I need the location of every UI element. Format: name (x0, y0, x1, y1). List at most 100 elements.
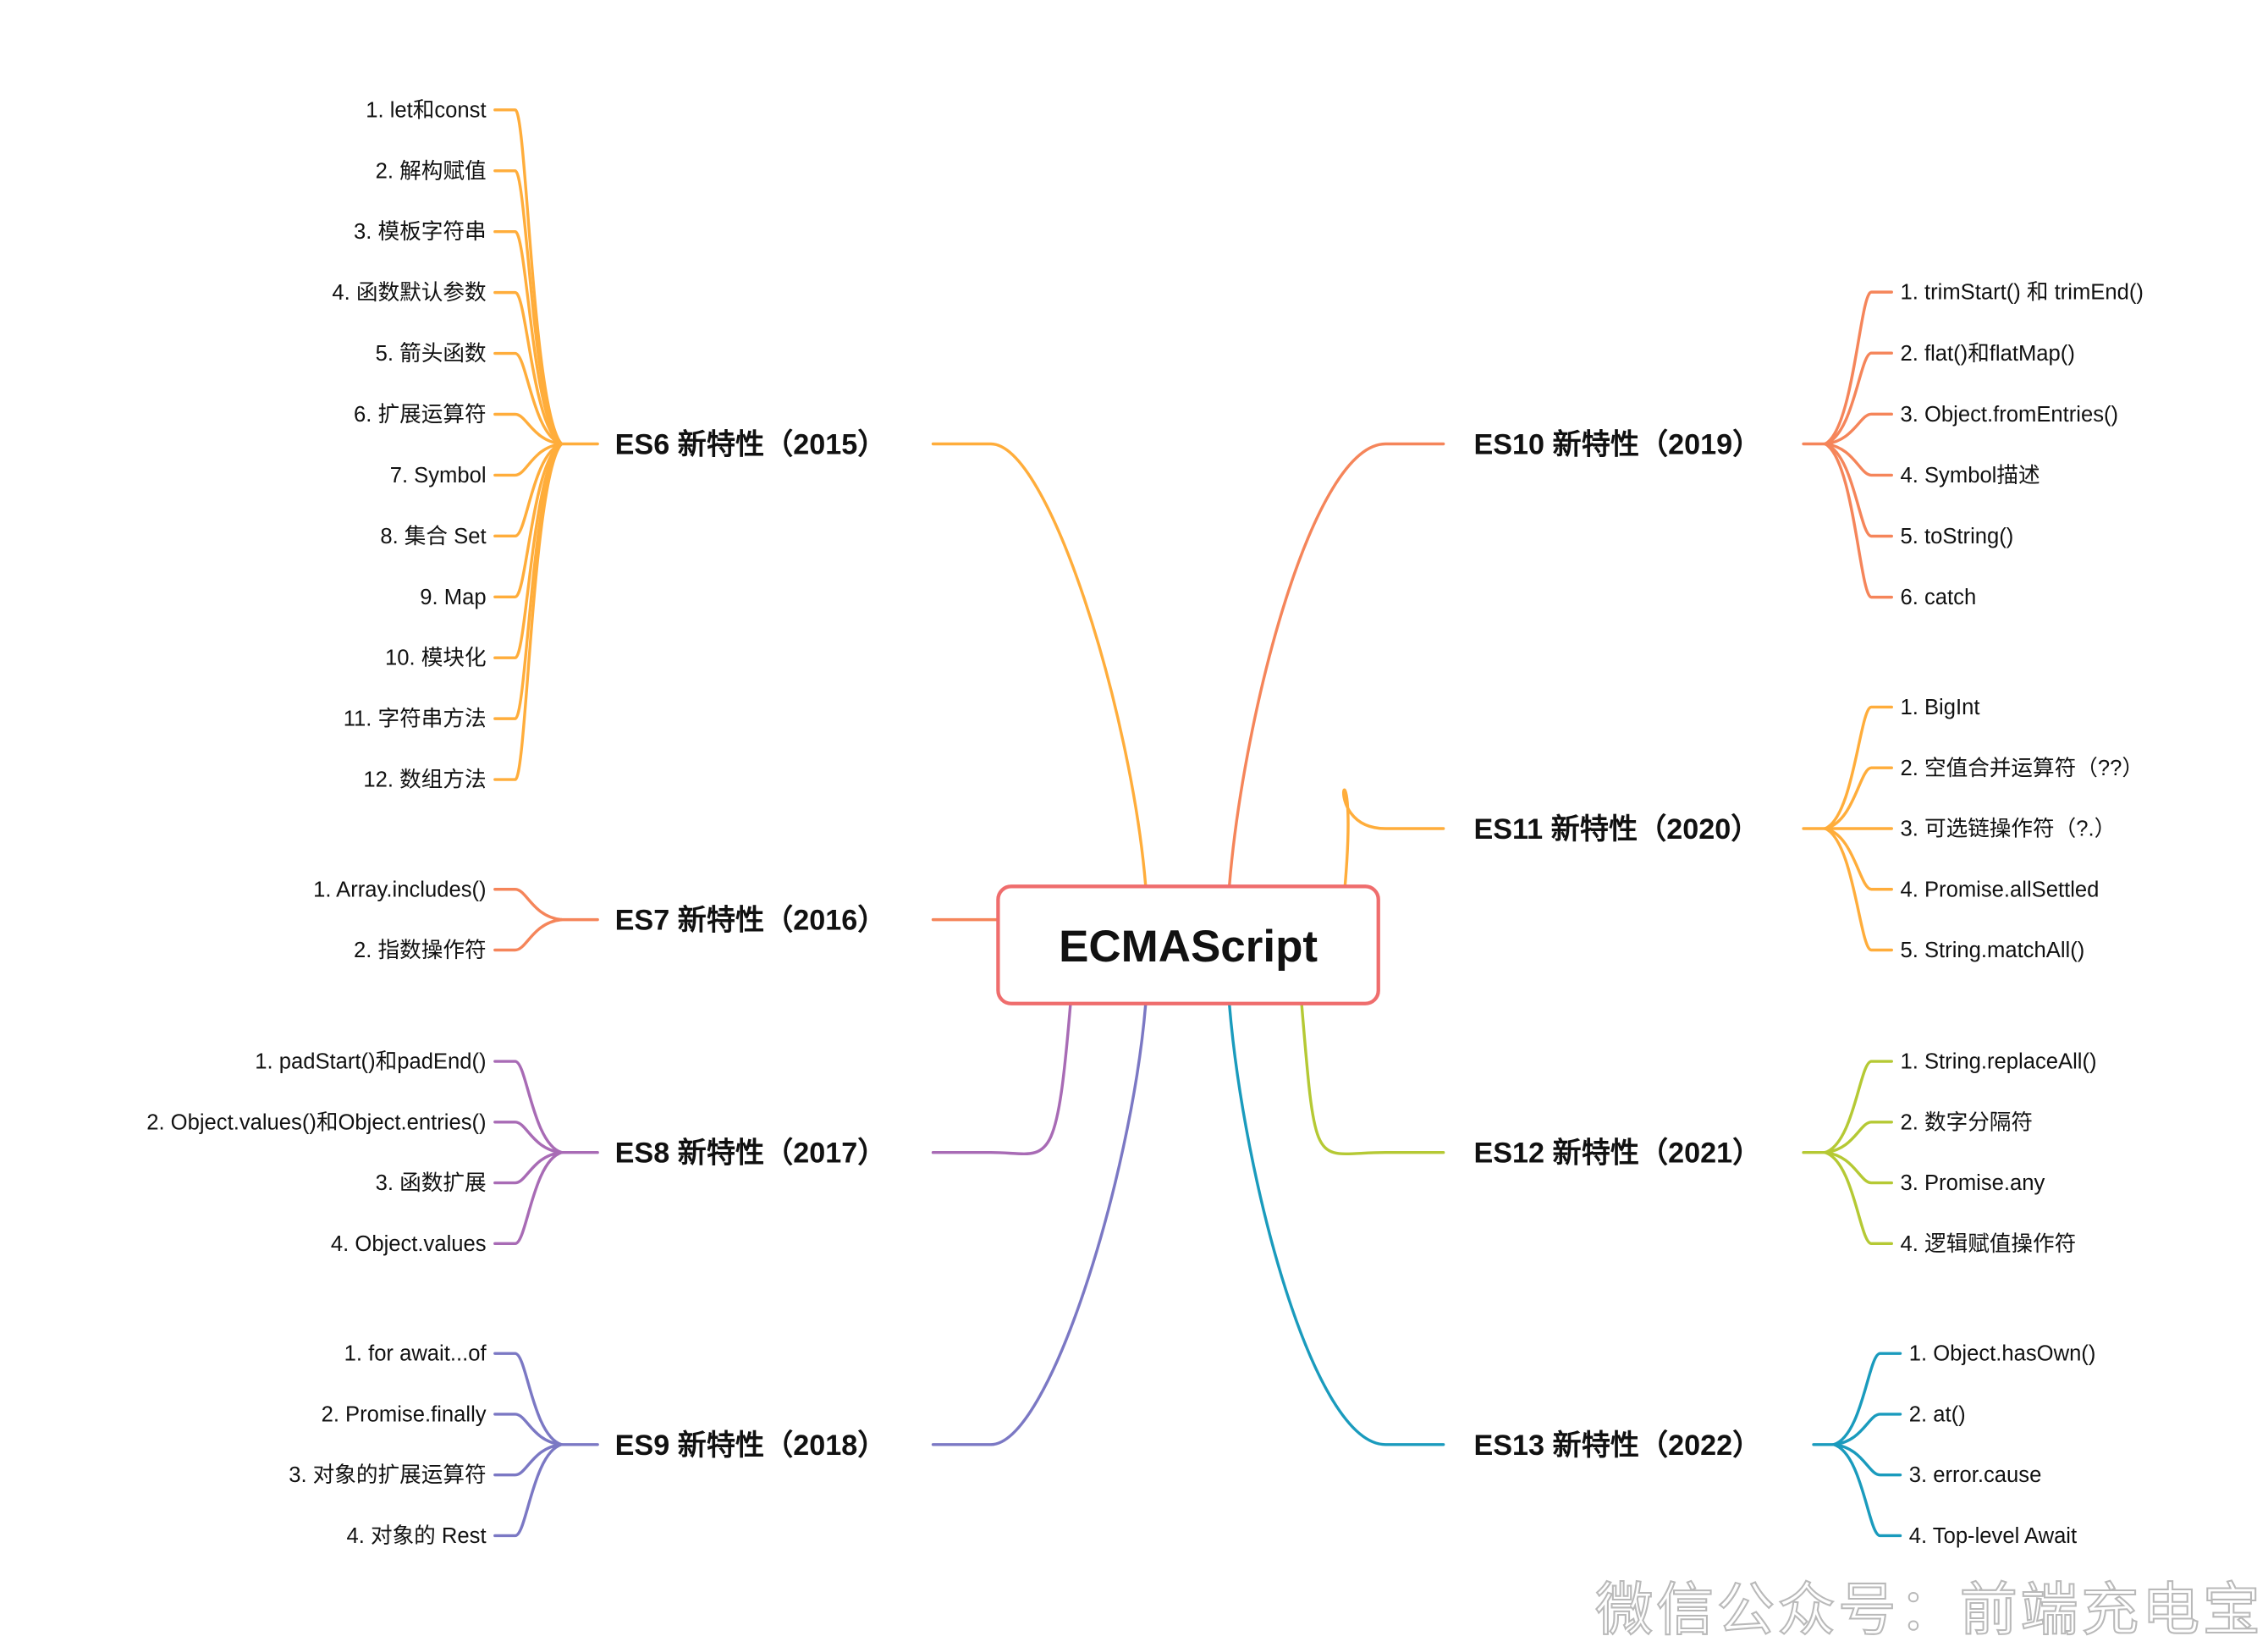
edge-leaf (493, 442, 564, 538)
edge-leaf (1832, 1443, 1902, 1538)
branch-es12[interactable]: ES12 新特性（2021） 1. String.replaceAll() 2. 数… (1474, 1050, 2097, 1256)
leaf-item[interactable]: 2. 指数操作符 (354, 938, 487, 962)
edge-leaf (493, 1443, 564, 1477)
edge-leaf (1823, 351, 1893, 446)
branch-es7[interactable]: ES7 新特性（2016） 1. Array.includes() 2. 指数操作符 (313, 878, 886, 962)
edge-root-es11 (1341, 788, 1445, 887)
edge-leaf (1823, 766, 1893, 830)
leaf-item[interactable]: 3. Promise.any (1901, 1171, 2045, 1195)
edge-leaf (493, 169, 564, 446)
leaf-item[interactable]: 6. catch (1901, 586, 1977, 609)
leaf-item[interactable]: 9. Map (420, 586, 486, 609)
leaf-item[interactable]: 4. Object.values (331, 1232, 487, 1256)
edge-leaf (1823, 290, 1893, 446)
leaf-item[interactable]: 12. 数组方法 (363, 768, 486, 792)
leaf-item[interactable]: 2. flat()和flatMap() (1901, 341, 2075, 366)
branch-es13[interactable]: ES13 新特性（2022） 1. Object.hasOwn() 2. at() 3… (1474, 1342, 2096, 1548)
edge-leaf (1823, 1150, 1893, 1185)
leaf-item[interactable]: 3. 函数扩展 (376, 1171, 487, 1195)
edge-leaf (1823, 705, 1893, 830)
leaf-item[interactable]: 4. Promise.allSettled (1901, 878, 2100, 901)
edge-leaf (493, 351, 564, 446)
leaf-item[interactable]: 1. BigInt (1901, 696, 1980, 719)
leaf-item[interactable]: 2. 数字分隔符 (1901, 1110, 2034, 1134)
leaf-item[interactable]: 1. String.replaceAll() (1901, 1050, 2097, 1074)
branch-label: ES7 新特性（2016） (615, 904, 887, 937)
edge-leaf (1832, 1352, 1902, 1446)
edge-leaf (1823, 827, 1893, 952)
leaf-item[interactable]: 4. 函数默认参数 (332, 280, 486, 305)
leaf-item[interactable]: 1. Object.hasOwn() (1909, 1342, 2096, 1366)
edge-leaf (493, 290, 564, 446)
branch-es9[interactable]: ES9 新特性（2018） 1. for await...of 2. Promise… (289, 1342, 886, 1548)
leaf-item[interactable]: 3. 模板字符串 (354, 219, 487, 244)
leaf-item[interactable]: 4. Top-level Await (1909, 1524, 2077, 1548)
leaf-item[interactable]: 3. error.cause (1909, 1463, 2042, 1487)
leaf-item[interactable]: 4. 逻辑赋值操作符 (1901, 1231, 2077, 1256)
leaf-item[interactable]: 7. Symbol (390, 464, 487, 487)
leaf-item[interactable]: 3. Object.fromEntries() (1901, 403, 2119, 427)
branch-label: ES9 新特性（2018） (615, 1429, 887, 1462)
edge-leaf (1823, 1060, 1893, 1154)
leaf-item[interactable]: 3. 对象的扩展运算符 (289, 1462, 486, 1487)
leaf-item[interactable]: 1. for await...of (344, 1342, 487, 1366)
edge-leaf (1832, 1413, 1902, 1446)
watermark-text: 微信公众号：前端充电宝 (1595, 1577, 2263, 1644)
leaf-item[interactable]: 1. padStart()和padEnd() (255, 1049, 486, 1074)
leaf-item[interactable]: 3. 可选链操作符（?.） (1901, 817, 2117, 841)
leaf-item[interactable]: 11. 字符串方法 (344, 707, 487, 731)
root-node-label: ECMAScript (1059, 922, 1318, 972)
edge-leaf (1823, 1150, 1893, 1246)
leaf-item[interactable]: 2. 空值合并运算符（??） (1901, 756, 2144, 780)
edge-leaf (493, 442, 564, 598)
branch-label: ES11 新特性（2020） (1474, 812, 1760, 846)
edge-leaf (1823, 412, 1893, 446)
leaf-item[interactable]: 6. 扩展运算符 (354, 402, 487, 427)
branch-label: ES10 新特性（2019） (1474, 427, 1762, 460)
edge-leaf (493, 108, 564, 446)
leaf-item[interactable]: 1. Array.includes() (313, 878, 486, 901)
leaf-item[interactable]: 5. String.matchAll() (1901, 939, 2085, 962)
edge-leaf (493, 1352, 564, 1446)
leaf-item[interactable]: 2. 解构赋值 (376, 158, 487, 183)
edge-leaf (493, 1121, 564, 1154)
branch-label: ES13 新特性（2022） (1474, 1429, 1762, 1462)
leaf-item[interactable]: 1. let和const (366, 97, 486, 122)
edge-leaf (493, 1413, 564, 1446)
leaf-item[interactable]: 2. at() (1909, 1402, 1966, 1426)
leaf-item[interactable]: 4. Symbol描述 (1901, 463, 2040, 487)
leaf-item[interactable]: 4. 对象的 Rest (347, 1523, 487, 1548)
leaf-item[interactable]: 10. 模块化 (385, 646, 487, 670)
leaf-item[interactable]: 5. 箭头函数 (376, 341, 487, 366)
leaf-item[interactable]: 2. Promise.finally (322, 1402, 487, 1426)
connector-lines (493, 108, 1902, 1538)
branch-es11[interactable]: ES11 新特性（2020） 1. BigInt 2. 空值合并运算符（??） 3. … (1474, 696, 2144, 962)
edge-leaf (493, 229, 564, 446)
leaf-item[interactable]: 5. toString() (1901, 525, 2014, 548)
leaf-item[interactable]: 1. trimStart() 和 trimEnd() (1901, 280, 2144, 305)
edge-leaf (1823, 442, 1893, 477)
edge-leaf (1823, 1121, 1893, 1154)
branch-es10[interactable]: ES10 新特性（2019） 1. trimStart() 和 trimEnd()… (1474, 280, 2144, 609)
edge-leaf (493, 917, 564, 952)
edge-leaf (1823, 442, 1893, 599)
edge-leaf (493, 442, 564, 781)
leaf-item[interactable]: 8. 集合 Set (380, 524, 486, 548)
edge-leaf (493, 412, 564, 446)
edge-root-es10 (1228, 442, 1445, 887)
branch-label: ES12 新特性（2021） (1474, 1137, 1762, 1170)
edge-leaf (1832, 1443, 1902, 1477)
branch-label: ES6 新特性（2015） (615, 427, 887, 460)
edge-leaf (493, 1060, 564, 1154)
branch-label: ES8 新特性（2017） (615, 1137, 887, 1170)
edge-leaf (493, 1150, 564, 1246)
edge-root-es13 (1228, 1003, 1445, 1446)
branch-es6[interactable]: ES6 新特性（2015） 1. let和const 2. 解构赋值 3. 模板字符串… (332, 97, 886, 791)
leaf-item[interactable]: 2. Object.values()和Object.entries() (146, 1110, 486, 1134)
edge-leaf (493, 1150, 564, 1185)
edge-leaf (493, 888, 564, 922)
root-node-box (996, 884, 1380, 1005)
edge-leaf (493, 442, 564, 477)
branch-es8[interactable]: ES8 新特性（2017） 1. padStart()和padEnd() 2. Ob… (146, 1049, 886, 1256)
root-node[interactable]: ECMAScript (996, 884, 1380, 1005)
